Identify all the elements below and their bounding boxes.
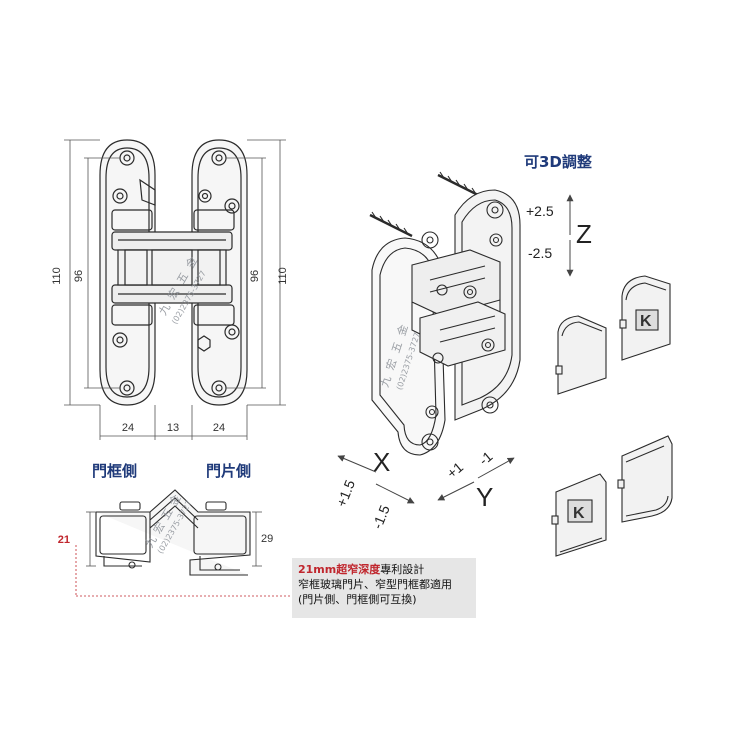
x-minus-label: -1.5 xyxy=(369,503,393,532)
cap-bottom-right xyxy=(617,435,673,523)
dim-width-left: 24 xyxy=(122,422,134,434)
cap-bottom-left xyxy=(551,473,607,557)
note-line-1: 21mm超窄深度專利設計 xyxy=(298,562,470,577)
adjust-3d-title: 可3D調整 xyxy=(524,153,592,171)
door-side-label: 門片側 xyxy=(206,462,251,480)
note-line-1-rest: 專利設計 xyxy=(380,563,425,576)
iso-mechanism xyxy=(411,249,506,367)
front-view xyxy=(64,139,286,440)
note-line-3: (門片側、門框側可互換) xyxy=(298,593,417,606)
dim-thickness: 29 xyxy=(261,533,273,545)
dim-depth: 21 xyxy=(58,534,70,546)
cap-logo-top: K xyxy=(640,313,652,330)
z-minus-label: -2.5 xyxy=(528,245,552,261)
dim-height-inner-left: 96 xyxy=(73,270,85,282)
note-highlight: 21mm超窄深度 xyxy=(298,563,381,576)
x-axis-label: X xyxy=(373,447,390,477)
y-minus-label: -1 xyxy=(476,448,496,468)
red-leader xyxy=(75,545,292,597)
watermark-iso-char-2: 宏 xyxy=(383,357,400,372)
watermark-char-1: 九 xyxy=(156,301,173,317)
y-axis: +1 -1 Y xyxy=(437,448,515,512)
y-plus-label: +1 xyxy=(444,459,467,482)
center-mechanism xyxy=(111,231,233,304)
dim-height-inner-right: 96 xyxy=(249,270,261,282)
note-box: 21mm超窄深度專利設計 窄框玻璃門片、窄型門框都適用 (門片側、門框側可互換) xyxy=(292,558,476,618)
z-axis-label: Z xyxy=(576,219,592,249)
dim-height-outer-right: 110 xyxy=(277,267,289,285)
z-plus-label: +2.5 xyxy=(526,203,554,219)
watermark-iso-char-1: 九 xyxy=(378,374,394,388)
cap-logo-bottom: K xyxy=(573,505,585,522)
iso-back-leaf xyxy=(454,189,521,421)
side-dimensions xyxy=(86,511,262,567)
cap-top-right xyxy=(619,275,671,361)
iso-view xyxy=(369,171,521,456)
x-axis: X +1.5 -1.5 xyxy=(333,447,415,532)
side-view xyxy=(95,489,251,576)
frame-side-label: 門框側 xyxy=(92,462,137,480)
width-dimensions xyxy=(99,405,248,440)
y-axis-label: Y xyxy=(476,482,493,512)
cover-caps xyxy=(551,275,673,557)
dim-height-outer-left: 110 xyxy=(51,267,63,285)
height-dimensions xyxy=(64,139,286,406)
watermark-iso-char-3: 五 xyxy=(389,340,405,354)
dim-width-right: 24 xyxy=(213,422,225,434)
z-axis: +2.5 -2.5 Z xyxy=(526,194,592,277)
note-line-2: 窄框玻璃門片、窄型門框都適用 xyxy=(298,578,452,591)
watermark-iso-char-4: 金 xyxy=(394,323,411,338)
cap-top-left xyxy=(555,315,607,395)
x-plus-label: +1.5 xyxy=(333,477,358,509)
dim-width-gap: 13 xyxy=(167,422,179,434)
